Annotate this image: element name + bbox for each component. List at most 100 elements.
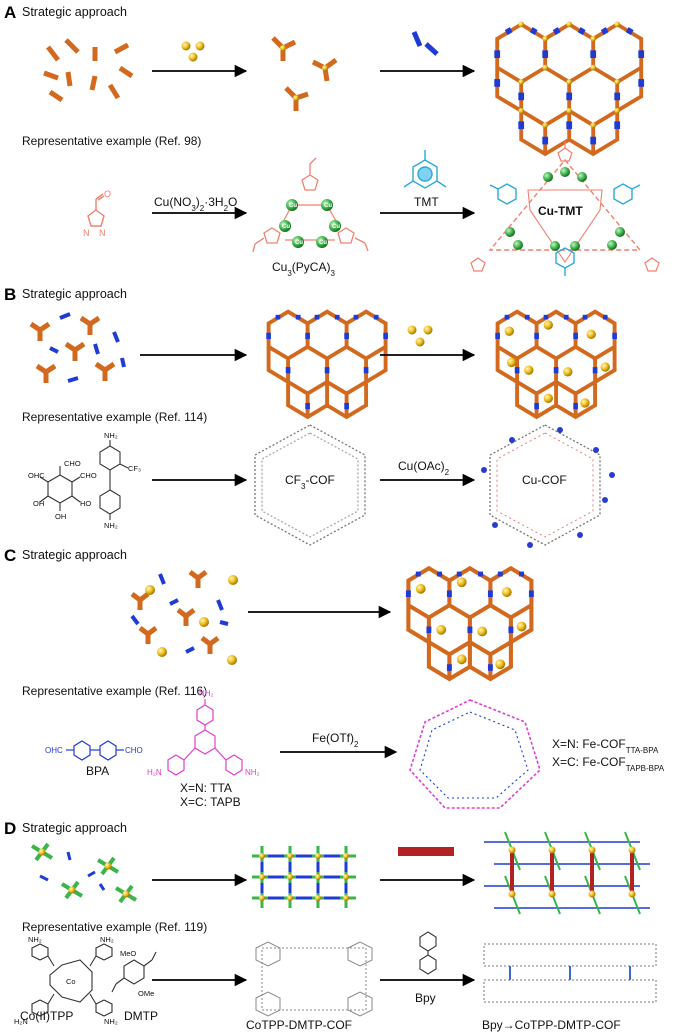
square-grid-2d bbox=[252, 846, 356, 908]
svg-text:NH₂: NH₂ bbox=[104, 1017, 118, 1026]
panel-letter-d: D bbox=[4, 819, 16, 838]
panel-letter-c: C bbox=[4, 546, 16, 565]
building-blocks-c bbox=[130, 570, 238, 665]
tta-tapb-molecule bbox=[167, 699, 243, 776]
panel-b: B Strategic approach bbox=[4, 285, 617, 548]
gold-atoms-a bbox=[181, 41, 205, 62]
building-blocks-d bbox=[30, 842, 138, 904]
reagent-bpy: Bpy bbox=[415, 991, 436, 1005]
mol-cotpp-label: Co(II)TPP bbox=[20, 1009, 73, 1023]
product-cu-cof: Cu-COF bbox=[522, 473, 567, 487]
panel-letter-a: A bbox=[4, 3, 16, 22]
orange-rods-a bbox=[43, 38, 134, 103]
reagent-fe-otf: Fe(OTf)2 bbox=[312, 731, 359, 749]
reagent-tmt: TMT bbox=[414, 195, 439, 209]
bpy-molecule bbox=[419, 931, 437, 975]
product-bpy-cotpp-cof: Bpy→CoTPP-DMTP-COF bbox=[482, 1018, 621, 1032]
svg-text:H₂N: H₂N bbox=[14, 1017, 28, 1026]
svg-text:NH₂: NH₂ bbox=[104, 521, 118, 530]
bpa-molecule bbox=[66, 740, 124, 761]
svg-text:NH₂: NH₂ bbox=[28, 935, 42, 944]
svg-text:Co: Co bbox=[66, 977, 76, 986]
panel-b-heading: Strategic approach bbox=[22, 287, 127, 301]
product-fe-cof-tapb: X=C: Fe-COFTAPB-BPA bbox=[552, 755, 665, 773]
panel-c: C Strategic approach bbox=[4, 546, 665, 809]
svg-text:Cu: Cu bbox=[332, 224, 340, 230]
cu-tmt-cage bbox=[470, 141, 660, 276]
tripod-nodes-a bbox=[271, 36, 338, 111]
svg-text:NH₂: NH₂ bbox=[100, 935, 114, 944]
svg-text:Cu: Cu bbox=[295, 240, 303, 246]
panel-a-heading: Strategic approach bbox=[22, 5, 127, 19]
dmtp-groups: MeO OMe bbox=[120, 949, 154, 998]
panel-d-heading: Strategic approach bbox=[22, 821, 127, 835]
reagent-cu-nitrate: Cu(NO3)2·3H2O bbox=[154, 195, 237, 213]
dmtp-molecule bbox=[111, 951, 157, 993]
pillared-3d-network bbox=[484, 831, 650, 915]
svg-text:NH₂: NH₂ bbox=[199, 689, 214, 698]
cf3-cof-ring bbox=[254, 424, 366, 546]
svg-text:H₂N: H₂N bbox=[147, 768, 162, 777]
svg-text:HO: HO bbox=[80, 499, 91, 508]
bpa-groups: OHC CHO bbox=[45, 746, 143, 755]
mol-tta-line1: X=N: TTA bbox=[180, 781, 232, 795]
cotpp-dmtp-cof bbox=[255, 941, 373, 1017]
intermediate-cf3-cof: CF3-COF bbox=[285, 473, 335, 491]
mol-bpa-label: BPA bbox=[86, 764, 109, 778]
intermediate-cu3-pyca3: Cu3(PyCA)3 bbox=[272, 260, 335, 278]
svg-text:OH: OH bbox=[55, 512, 66, 521]
svg-text:Cu: Cu bbox=[324, 203, 332, 209]
fe-cof-ring bbox=[409, 699, 541, 809]
svg-text:CHO: CHO bbox=[125, 746, 143, 755]
panel-c-example: Representative example (Ref. 116) bbox=[22, 684, 207, 698]
svg-text:Cu: Cu bbox=[282, 224, 290, 230]
panel-a-example: Representative example (Ref. 98) bbox=[22, 134, 201, 148]
honeycomb-b bbox=[266, 309, 388, 420]
honeycomb-c bbox=[405, 565, 534, 682]
pyca-molecule: O N N bbox=[83, 189, 111, 238]
cotpp-groups: NH₂ NH₂ H₂N NH₂ Co bbox=[14, 935, 118, 1026]
honeycomb-a-orange bbox=[495, 22, 644, 157]
product-fe-cof-tta: X=N: Fe-COFTTA-BPA bbox=[552, 737, 659, 755]
svg-text:Cu: Cu bbox=[289, 203, 297, 209]
tta-groups: NH₂ H₂N NH₂ bbox=[147, 689, 260, 777]
svg-text:NH₂: NH₂ bbox=[245, 768, 260, 777]
panel-d: D Strategic approach bbox=[4, 819, 657, 1032]
honeycomb-b-metalated bbox=[495, 309, 617, 420]
bpy-cotpp-cof bbox=[483, 943, 657, 1003]
svg-text:N: N bbox=[83, 228, 90, 238]
product-cu-tmt: Cu-TMT bbox=[538, 204, 583, 218]
honeycomb-a bbox=[494, 21, 645, 157]
building-blocks-b bbox=[29, 312, 126, 383]
svg-text:OHC: OHC bbox=[28, 471, 45, 480]
svg-text:CF₃: CF₃ bbox=[128, 464, 141, 473]
panel-a: A Strategic approach bbox=[4, 3, 660, 278]
svg-text:NH₂: NH₂ bbox=[104, 431, 118, 440]
svg-text:OMe: OMe bbox=[138, 989, 154, 998]
mol-tta-line2: X=C: TAPB bbox=[180, 795, 241, 809]
svg-text:OH: OH bbox=[33, 499, 44, 508]
cu-cof-ring bbox=[481, 424, 615, 548]
svg-text:Cu: Cu bbox=[319, 240, 327, 246]
svg-text:CHO: CHO bbox=[64, 459, 81, 468]
panel-d-example: Representative example (Ref. 119) bbox=[22, 920, 207, 934]
mol-dmtp-label: DMTP bbox=[124, 1009, 158, 1023]
monomers-b: CHO OHC CHO OH HO OH NH₂ NH₂ CF₃ bbox=[28, 431, 141, 530]
svg-text:MeO: MeO bbox=[120, 949, 136, 958]
intermediate-cotpp-dmtp-cof: CoTPP-DMTP-COF bbox=[246, 1018, 352, 1032]
tmt-molecule bbox=[403, 150, 447, 189]
pillar-linker-icon bbox=[398, 847, 454, 856]
svg-text:O: O bbox=[104, 189, 111, 199]
panel-letter-b: B bbox=[4, 285, 16, 304]
svg-text:CHO: CHO bbox=[80, 471, 97, 480]
svg-text:OHC: OHC bbox=[45, 746, 63, 755]
blue-linkers-a bbox=[411, 31, 439, 56]
gold-atoms-b bbox=[407, 325, 433, 347]
svg-text:N: N bbox=[99, 228, 106, 238]
reagent-cu-oac: Cu(OAc)2 bbox=[398, 459, 450, 477]
cotpp-molecule bbox=[31, 943, 113, 1017]
panel-b-example: Representative example (Ref. 114) bbox=[22, 410, 207, 424]
panel-c-heading: Strategic approach bbox=[22, 548, 127, 562]
